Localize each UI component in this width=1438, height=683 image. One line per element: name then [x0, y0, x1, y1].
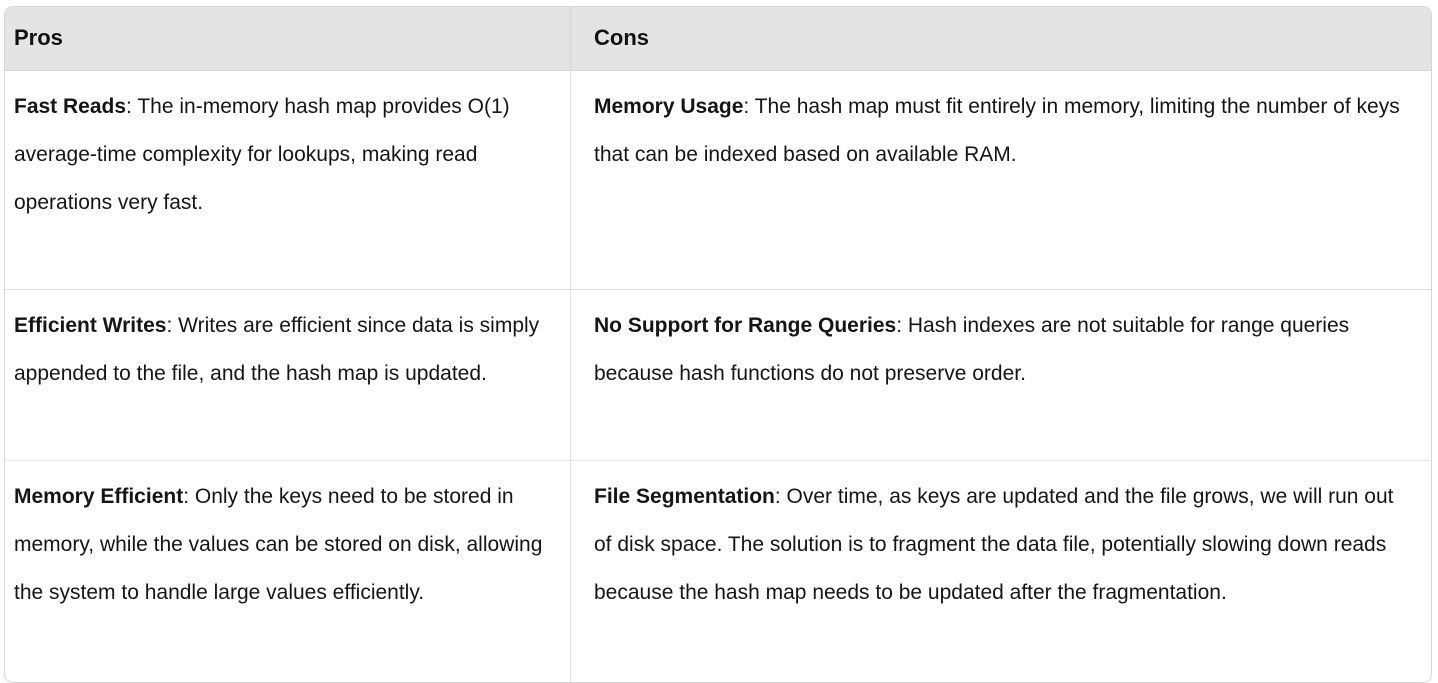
cell-cons-no-range-queries: No Support for Range Queries: Hash index… [570, 289, 1431, 460]
cell-pros-memory-efficient: Memory Efficient: Only the keys need to … [5, 460, 570, 682]
pros-cons-table-container: Pros Cons Fast Reads: The in-memory hash… [4, 6, 1432, 683]
term-description: The hash map must fit entirely in memory… [594, 95, 1400, 166]
term-label: No Support for Range Queries [594, 314, 897, 337]
table-body: Fast Reads: The in-memory hash map provi… [5, 71, 1431, 682]
pros-cons-table: Pros Cons Fast Reads: The in-memory hash… [4, 6, 1432, 683]
cell-cons-file-segmentation: File Segmentation: Over time, as keys ar… [570, 460, 1431, 682]
table-header-row: Pros Cons [5, 7, 1431, 71]
term-description: Writes are efficient since data is simpl… [14, 314, 540, 385]
term-description: The in-memory hash map provides O(1) ave… [14, 95, 510, 214]
column-header-cons: Cons [570, 7, 1431, 71]
table-row: Fast Reads: The in-memory hash map provi… [5, 71, 1431, 289]
term-label: Memory Usage [594, 95, 744, 118]
term-separator: : [183, 485, 195, 508]
term-description: Over time, as keys are updated and the f… [594, 485, 1394, 604]
table-row: Memory Efficient: Only the keys need to … [5, 460, 1431, 682]
column-header-pros: Pros [5, 7, 570, 71]
term-separator: : [126, 95, 138, 118]
term-separator: : [166, 314, 179, 337]
term-label: Efficient Writes [14, 314, 167, 337]
term-separator: : [896, 314, 908, 337]
term-separator: : [743, 95, 755, 118]
term-label: File Segmentation [594, 485, 775, 508]
term-label: Memory Efficient [14, 485, 184, 508]
term-separator: : [774, 485, 787, 508]
cell-pros-efficient-writes: Efficient Writes: Writes are efficient s… [5, 289, 570, 460]
cell-cons-memory-usage: Memory Usage: The hash map must fit enti… [570, 71, 1431, 289]
term-description: Only the keys need to be stored in memor… [14, 485, 543, 604]
cell-pros-fast-reads: Fast Reads: The in-memory hash map provi… [5, 71, 570, 289]
term-description: Hash indexes are not suitable for range … [594, 314, 1350, 385]
table-header: Pros Cons [5, 7, 1431, 71]
table-row: Efficient Writes: Writes are efficient s… [5, 289, 1431, 460]
term-label: Fast Reads [14, 95, 127, 118]
